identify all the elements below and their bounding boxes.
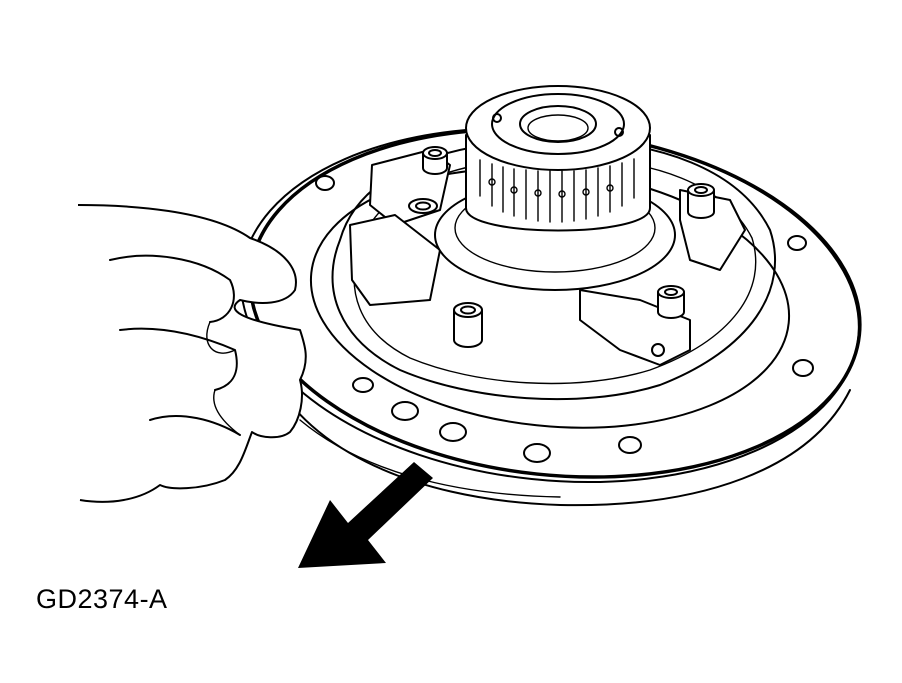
bolt-hole	[787, 235, 807, 251]
gasket-bolt-holes	[315, 175, 814, 463]
bolt-hole	[792, 359, 814, 377]
bolt-hole	[315, 175, 335, 191]
boss	[453, 302, 483, 348]
boss	[657, 285, 685, 319]
bolt-hole	[352, 377, 374, 393]
bolt-hole	[391, 401, 419, 421]
bolt-hole	[523, 443, 551, 463]
pointer-arrow-icon	[298, 462, 433, 568]
drum-slots	[479, 158, 635, 223]
housing-bosses	[408, 146, 715, 357]
bolt-hole	[618, 436, 642, 454]
boss	[408, 198, 438, 214]
boss	[687, 183, 715, 219]
figure-id-label: GD2374-A	[36, 584, 168, 614]
boss	[422, 146, 448, 175]
bolt-hole	[439, 422, 467, 442]
housing-hole	[651, 343, 665, 357]
hand	[77, 204, 307, 503]
stator-support-drum	[465, 85, 651, 232]
